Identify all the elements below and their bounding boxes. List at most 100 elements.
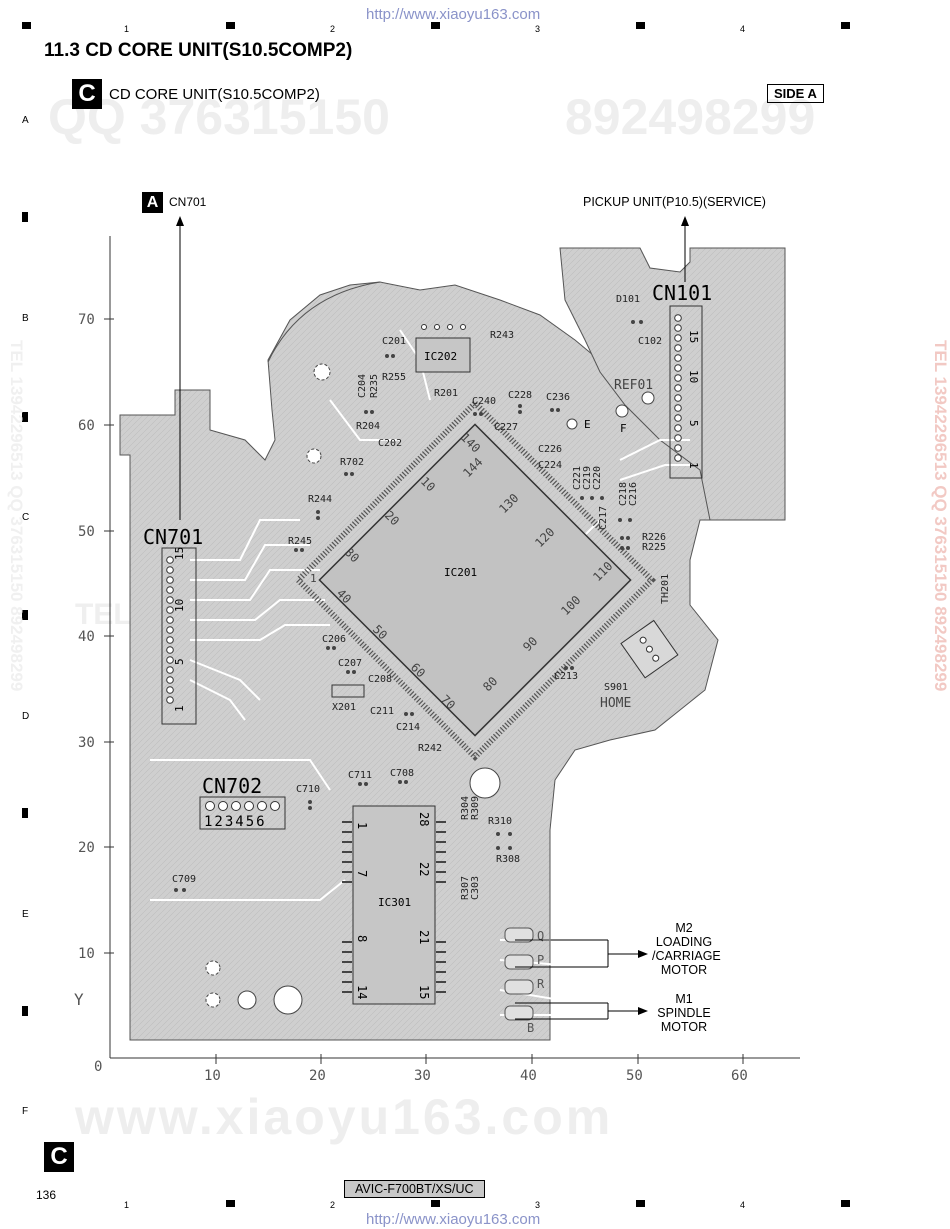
bottom-unit-badge: C — [44, 1142, 74, 1172]
pad-letter: P — [537, 953, 544, 967]
component-label: D101 — [616, 294, 640, 305]
component-pads — [174, 320, 643, 892]
component-label: R201 — [434, 388, 458, 399]
ic301-pins — [342, 821, 446, 993]
component-label: C221 — [572, 466, 583, 490]
test-point-f — [641, 391, 655, 405]
ic301: IC301 1 7 8 14 15 21 22 28 — [342, 805, 446, 1005]
arrow-right-icon — [638, 1007, 648, 1015]
component-label: C213 — [554, 671, 578, 682]
hole — [273, 985, 303, 1015]
register-mark — [226, 22, 235, 29]
ic301-label: IC301 — [378, 896, 411, 909]
ic301-pin: 8 — [355, 935, 369, 942]
pad-letters: Q P R B — [527, 929, 545, 1035]
x-tick: 60 — [731, 1068, 748, 1084]
component-label: R310 — [488, 816, 512, 827]
component-label: C228 — [508, 390, 532, 401]
register-mark — [841, 22, 850, 29]
watermark-phone: 892498299 — [565, 89, 816, 145]
component-label: C214 — [396, 722, 420, 733]
cn101-pin1: 1 — [687, 462, 700, 469]
cn101-pin10: 10 — [687, 370, 700, 383]
test-point — [566, 418, 578, 430]
ic201-label: IC201 — [444, 566, 477, 579]
m1-line: M1 — [675, 992, 693, 1006]
component-label: C208 — [368, 674, 392, 685]
test-point-e — [615, 404, 629, 418]
y-tick: 20 — [78, 840, 95, 856]
component-label: C711 — [348, 770, 372, 781]
ic301-body — [352, 805, 436, 1005]
cn701-pin15: 15 — [173, 547, 186, 560]
component-label: C218 — [618, 482, 629, 506]
cn101: CN101 15 10 5 1 — [652, 281, 712, 479]
cn702: CN702 123456 — [199, 774, 286, 830]
component-label: C204 — [357, 374, 368, 398]
component-label: TH201 — [660, 574, 671, 604]
y-tick: 60 — [78, 418, 95, 434]
y-tick: 70 — [78, 312, 95, 328]
row-marker: D — [22, 711, 30, 722]
register-mark — [636, 22, 645, 29]
x201-crystal — [331, 684, 365, 698]
column-marker: 4 — [740, 24, 746, 34]
test-point-label: E — [584, 418, 591, 431]
cn101-pin5: 5 — [687, 420, 700, 427]
component-label: R307 — [460, 876, 471, 900]
row-bar — [22, 212, 28, 222]
row-bar — [22, 412, 28, 422]
component-label: R702 — [340, 457, 364, 468]
y-tick: 30 — [78, 735, 95, 751]
pad-letter: Q — [537, 929, 544, 943]
arrow-up-icon — [176, 216, 184, 226]
watermark-site: www.xiaoyu163.com — [75, 1089, 614, 1145]
column-marker: 3 — [535, 1200, 541, 1210]
component-label: C710 — [296, 784, 320, 795]
y-tick: 0 — [94, 1059, 102, 1075]
ic301-pin: 14 — [355, 985, 369, 999]
component-label: C211 — [370, 706, 394, 717]
component-label: C216 — [628, 482, 639, 506]
component-label: R242 — [418, 743, 442, 754]
cn701-pin10: 10 — [173, 599, 186, 612]
hole — [237, 990, 257, 1010]
row-bar — [22, 808, 28, 818]
connector-a-badge: A — [142, 192, 163, 213]
cn101-pin15: 15 — [687, 330, 700, 343]
watermark-qq: QQ 376315150 — [48, 89, 390, 145]
component-label: C220 — [592, 466, 603, 490]
unit-title: CD CORE UNIT(S10.5COMP2) — [109, 86, 320, 103]
component-label: R245 — [288, 536, 312, 547]
callout-lines — [179, 222, 686, 1020]
x-tick: 20 — [309, 1068, 326, 1084]
ref01-label: REF01 — [614, 378, 653, 393]
arrowheads — [176, 216, 689, 1015]
component-label: R304 — [460, 796, 471, 820]
ic201: IC201 — [293, 398, 657, 762]
register-mark — [226, 1200, 235, 1207]
component-label: R225 — [642, 542, 666, 553]
m2-line: /CARRIAGE — [652, 949, 721, 963]
s901 — [620, 619, 679, 679]
register-mark — [636, 1200, 645, 1207]
cn702-pin-numbers: 123456 — [204, 814, 267, 830]
model-label: AVIC-F700BT/XS/UC — [344, 1180, 485, 1198]
component-label: C207 — [338, 658, 362, 669]
cn101-outline — [669, 305, 703, 479]
row-bar — [22, 610, 28, 620]
component-label: R244 — [308, 494, 332, 505]
cn701-pin1: 1 — [173, 705, 186, 712]
hole — [313, 363, 331, 381]
m1-line: MOTOR — [660, 1020, 708, 1034]
top-url[interactable]: http://www.xiaoyu163.com — [366, 6, 541, 23]
ic301-pin: 21 — [417, 930, 431, 944]
section-title: 11.3 CD CORE UNIT(S10.5COMP2) — [44, 40, 353, 61]
bottom-url[interactable]: http://www.xiaoyu163.com — [366, 1211, 541, 1228]
component-label: R243 — [490, 330, 514, 341]
hole — [205, 992, 221, 1008]
component-label: X201 — [332, 702, 356, 713]
column-marker: 3 — [535, 24, 541, 34]
register-mark — [431, 22, 440, 29]
